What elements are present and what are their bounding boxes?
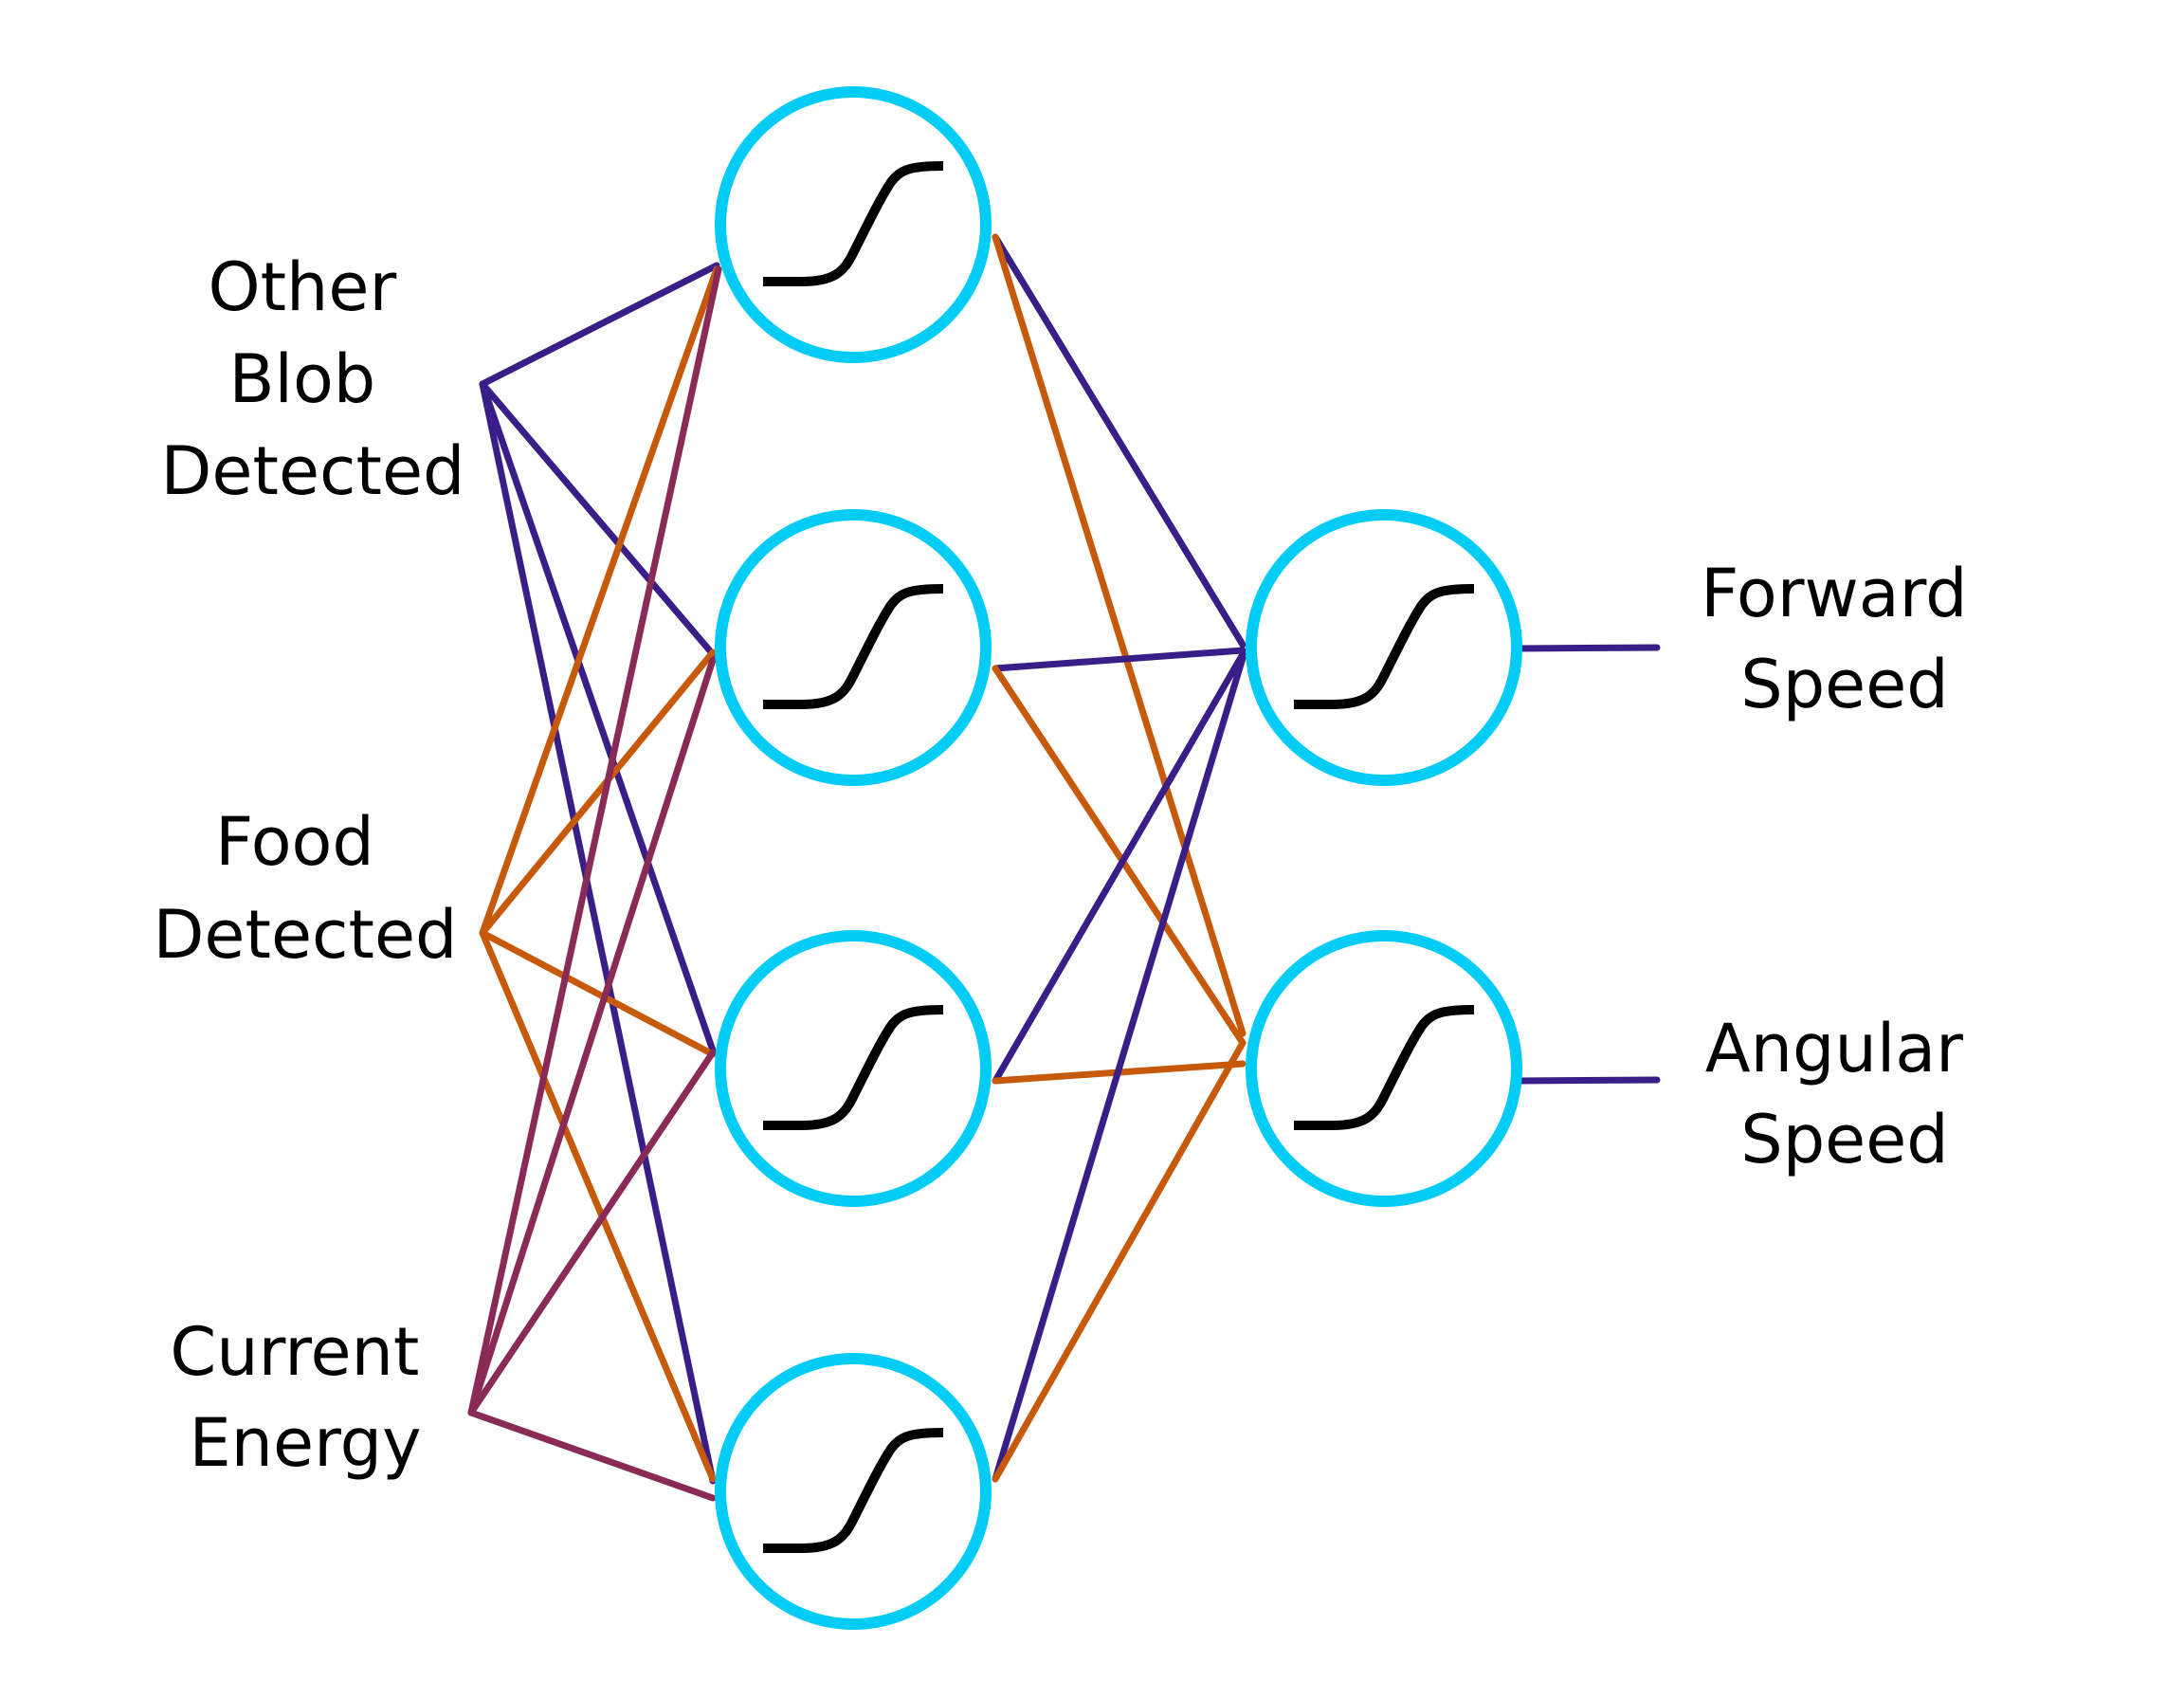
edge-food-to-hidden-1 xyxy=(479,265,720,937)
output-lines xyxy=(1513,644,1661,1085)
edge-energy-to-hidden-4 xyxy=(467,1409,717,1502)
label-line: Food xyxy=(215,803,374,881)
edge-forward-output xyxy=(1513,644,1661,652)
neuron-ring xyxy=(715,930,992,1207)
hidden-neuron-3 xyxy=(715,930,992,1207)
sigmoid-icon xyxy=(763,1428,944,1553)
output-label-forward: Forward Speed xyxy=(1701,555,1989,723)
edge-angular-output xyxy=(1513,1076,1661,1085)
edge-food-to-hidden-2 xyxy=(479,649,717,937)
hidden-neuron-1 xyxy=(715,86,992,363)
input-label-food: Food Detected xyxy=(154,803,458,974)
edge-energy-to-hidden-1 xyxy=(467,265,722,1416)
hidden-neuron-4 xyxy=(715,1353,992,1630)
input-label-other-blob: Other Blob Detected xyxy=(161,248,465,510)
edge-hidden-1-to-angular xyxy=(992,233,1247,1037)
neuron-ring xyxy=(1246,930,1522,1207)
label-line: Detected xyxy=(161,432,465,510)
edge-hidden-4-to-forward xyxy=(992,654,1247,1483)
sigmoid-icon xyxy=(1294,584,1475,709)
hidden-layer xyxy=(715,86,992,1630)
neuron-ring xyxy=(715,86,992,363)
edge-hidden-4-to-angular xyxy=(992,1039,1247,1483)
input-label-energy: Current Energy xyxy=(170,1313,440,1482)
output-labels: Forward Speed Angular Speed xyxy=(1701,555,1989,1178)
hidden-neuron-2 xyxy=(715,509,992,786)
edge-energy-to-hidden-3 xyxy=(467,1049,717,1416)
edge-energy-to-hidden-2 xyxy=(467,656,717,1416)
label-line: Other xyxy=(208,248,396,326)
input-labels: Other Blob Detected Food Detected Curren… xyxy=(154,248,465,1482)
output-neuron-angular xyxy=(1246,930,1522,1207)
output-layer xyxy=(1246,509,1522,1207)
edge-hidden-3-to-forward xyxy=(992,650,1247,1085)
input-hidden-connections xyxy=(467,262,722,1502)
edge-other-blob-to-hidden-1 xyxy=(479,262,720,388)
sigmoid-icon xyxy=(1294,1005,1475,1130)
label-line: Energy xyxy=(189,1404,421,1482)
edge-hidden-2-to-forward xyxy=(992,647,1247,672)
neuron-ring xyxy=(715,509,992,786)
label-line: Detected xyxy=(154,896,458,974)
output-label-angular: Angular Speed xyxy=(1705,1010,1984,1178)
sigmoid-icon xyxy=(763,1005,944,1130)
edge-food-to-hidden-3 xyxy=(479,929,717,1058)
edge-food-to-hidden-4 xyxy=(479,929,717,1483)
edge-hidden-1-to-forward xyxy=(992,233,1247,649)
sigmoid-icon xyxy=(763,161,944,286)
label-line: Forward xyxy=(1701,555,1968,632)
edge-hidden-2-to-angular xyxy=(992,665,1247,1047)
label-line: Angular xyxy=(1705,1010,1963,1087)
edge-other-blob-to-hidden-2 xyxy=(479,380,717,658)
edge-other-blob-to-hidden-3 xyxy=(479,380,717,1054)
label-line: Blob xyxy=(229,340,376,418)
neuron-ring xyxy=(715,1353,992,1630)
label-line: Speed xyxy=(1740,1101,1948,1178)
edge-other-blob-to-hidden-4 xyxy=(479,380,717,1485)
output-neuron-forward xyxy=(1246,509,1522,786)
label-line: Speed xyxy=(1740,646,1948,723)
hidden-output-connections xyxy=(992,233,1247,1483)
sigmoid-icon xyxy=(763,584,944,709)
neuron-ring xyxy=(1246,509,1522,786)
label-line: Current xyxy=(170,1313,419,1391)
